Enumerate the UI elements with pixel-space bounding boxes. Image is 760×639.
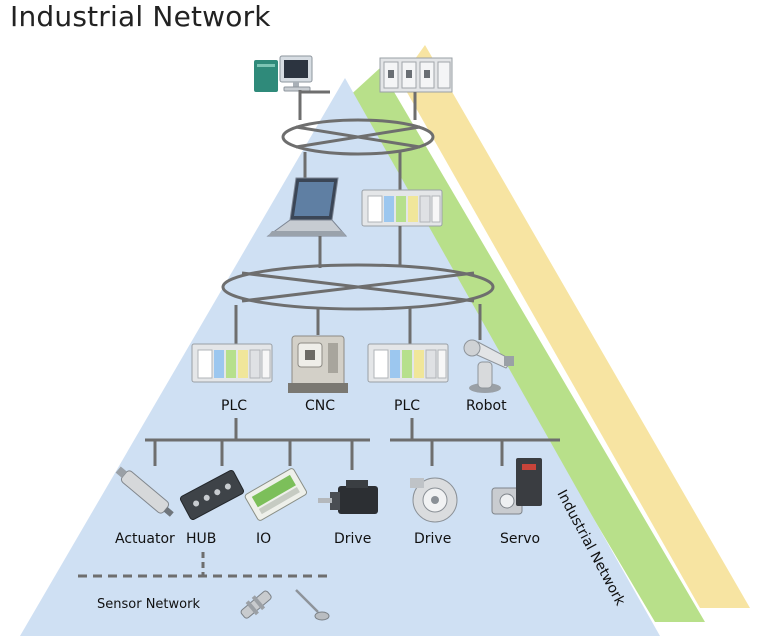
desktop-computer-icon [254, 55, 313, 92]
sensor-network-label: Sensor Network [97, 597, 200, 612]
server-rack-icon [379, 57, 453, 93]
drive-right-label: Drive [414, 531, 451, 547]
cnc-machine-icon [288, 335, 348, 393]
plc-controller-icon [191, 343, 273, 383]
network-ring-lower [221, 263, 495, 311]
actuator-label: Actuator [115, 531, 175, 547]
hub-icon [179, 469, 245, 521]
plc-left-label: PLC [221, 398, 247, 414]
motor-drive-icon [318, 480, 378, 514]
servo-label: Servo [500, 531, 540, 547]
plc-right-label: PLC [394, 398, 420, 414]
plc-controller-icon [367, 343, 449, 383]
plc-controller-icon [361, 189, 443, 227]
cnc-label: CNC [305, 398, 335, 414]
network-ring-upper [281, 118, 435, 156]
servo-motor-icon [491, 458, 542, 515]
motor-drive-icon [410, 477, 458, 523]
io-label: IO [256, 531, 271, 547]
laptop-icon [266, 177, 348, 237]
hub-label: HUB [186, 531, 216, 547]
robot-arm-icon [463, 339, 514, 393]
io-module-icon [244, 468, 308, 521]
drive-left-label: Drive [334, 531, 371, 547]
probe-sensor-icon [295, 589, 330, 621]
proximity-sensor-icon [240, 590, 272, 619]
actuator-icon [115, 466, 174, 517]
yellow-tier-band [400, 45, 750, 608]
robot-label: Robot [466, 398, 507, 414]
page-title: Industrial Network [10, 0, 271, 33]
